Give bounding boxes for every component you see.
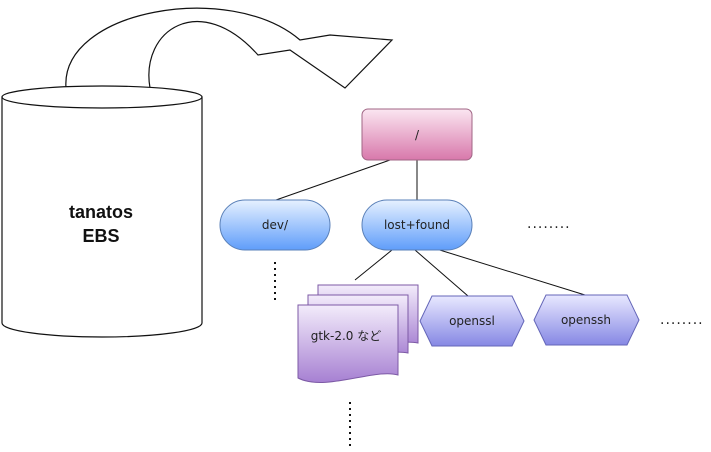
openssl-node: openssl: [419, 295, 525, 347]
ellipsis-right-top: ........: [527, 216, 571, 232]
dev-node: dev/: [219, 199, 331, 251]
root-node-label: /: [415, 128, 420, 142]
lost-found-node-label: lost+found: [384, 218, 450, 232]
openssh-node-label: openssh: [561, 313, 611, 327]
openssh-node: openssh: [533, 294, 640, 346]
ebs-label-line1: tanatos: [69, 202, 133, 222]
ebs-label-line2: EBS: [82, 226, 119, 246]
docs-stack-node: gtk-2.0 など: [297, 284, 419, 383]
lost-found-node: lost+found: [361, 199, 473, 251]
docs-stack-label: gtk-2.0 など: [311, 329, 382, 343]
curved-arrow: [65, 7, 394, 89]
ebs-cylinder: tanatos EBS: [1, 85, 203, 338]
dev-node-label: dev/: [262, 218, 289, 232]
root-node: /: [361, 108, 473, 161]
connector-lines: [275, 159, 586, 297]
openssl-node-label: openssl: [449, 314, 495, 328]
ellipsis-right-bottom: ........: [660, 312, 704, 328]
